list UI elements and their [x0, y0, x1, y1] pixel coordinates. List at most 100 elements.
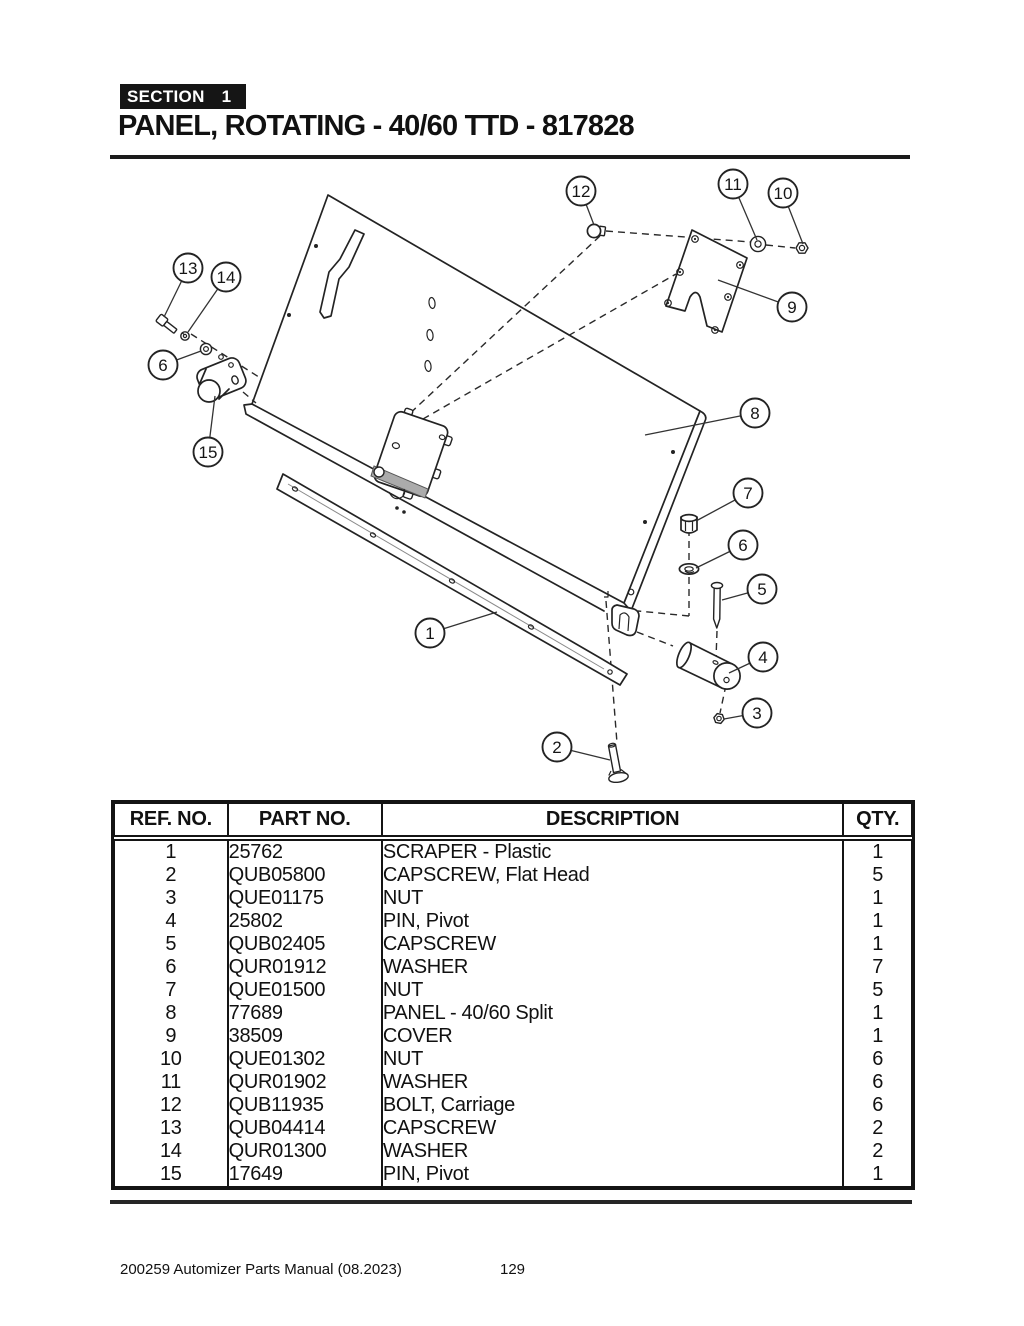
ref-no-cell: 3 [165, 887, 177, 909]
part-no-cell: QUB05800 [226, 864, 382, 887]
qty-cell: 1 [842, 1002, 912, 1025]
ref-no-cell: 5 [165, 933, 177, 955]
callout-8: 8 [644, 397, 771, 436]
section-number: 1 [221, 87, 232, 106]
qty-cell: 7 [842, 956, 912, 979]
qty-cell: 6 [842, 1048, 912, 1071]
dashed-guide-lines [190, 230, 796, 744]
part-no-cell: QUE01175 [226, 887, 382, 910]
panel-mount-bracket [370, 407, 453, 500]
callout-13: 13 [163, 252, 204, 318]
qty-cell: 1 [842, 1025, 912, 1048]
svg-text:14: 14 [217, 268, 236, 287]
pivot-pin-cylinder-icon [675, 641, 741, 690]
description-cell: NUT [380, 979, 844, 1002]
panel-holes [424, 296, 436, 373]
svg-text:10: 10 [774, 184, 793, 203]
pivot-pin-assembly [155, 313, 247, 403]
nut-icon [795, 242, 809, 254]
flathead-screw-icon [607, 742, 629, 784]
ref-no-cell: 15 [159, 1163, 182, 1185]
part-no-cell: QUR01902 [226, 1071, 382, 1094]
callout-14: 14 [187, 261, 242, 333]
svg-text:6: 6 [738, 536, 747, 555]
svg-text:4: 4 [758, 648, 767, 667]
cover-plate [586, 223, 809, 334]
callout-11: 11 [717, 168, 758, 241]
table-header-row: REF. NO. PART NO. DESCRIPTION QTY. [114, 803, 912, 841]
qty-cell: 1 [842, 933, 912, 956]
cover-bolt-holes [664, 235, 744, 334]
title-rule [110, 155, 910, 159]
ref-no-cell: 1 [165, 841, 177, 863]
callout-9: 9 [717, 279, 808, 323]
callout-6: 6 [147, 349, 202, 381]
rivet-dots [287, 244, 675, 524]
part-no-cell: QUB04414 [226, 1117, 382, 1140]
qty-cell: 5 [842, 979, 912, 1002]
panel-z-slot [319, 229, 365, 319]
washer-icon [749, 235, 767, 253]
description-cell: SCRAPER - Plastic [380, 838, 844, 864]
callout-15: 15 [192, 395, 224, 468]
description-cell: WASHER [380, 956, 844, 979]
scraper-bar [276, 473, 628, 686]
ref-no-cell: 8 [165, 1002, 177, 1024]
qty-cell: 6 [842, 1071, 912, 1094]
svg-text:9: 9 [787, 298, 796, 317]
ref-no-cell: 2 [165, 864, 177, 886]
corner-bracket [604, 588, 640, 637]
part-no-cell: 38509 [226, 1025, 382, 1048]
description-cell: NUT [380, 887, 844, 910]
description-cell: PIN, Pivot [380, 910, 844, 933]
part-no-cell: 25762 [226, 838, 382, 864]
callout-3: 3 [723, 697, 773, 729]
svg-text:13: 13 [179, 259, 198, 278]
callout-5: 5 [721, 573, 778, 605]
callout-7: 7 [695, 477, 764, 522]
ref-no-cell: 13 [159, 1117, 182, 1139]
part-no-cell: 17649 [226, 1163, 382, 1187]
description-cell: WASHER [380, 1140, 844, 1163]
right-hardware [607, 513, 741, 784]
qty-cell: 1 [842, 887, 912, 910]
section-label: SECTION [127, 87, 205, 106]
svg-text:12: 12 [572, 182, 591, 201]
section-tag: SECTION 1 [120, 84, 247, 109]
capscrew-icon [710, 581, 724, 629]
pivot-pin-icon [197, 379, 221, 403]
svg-text:15: 15 [199, 443, 218, 462]
svg-text:3: 3 [752, 704, 761, 723]
part-no-cell: QUR01912 [226, 956, 382, 979]
svg-text:5: 5 [757, 580, 766, 599]
scraper-holes [291, 486, 613, 675]
col-header-ref-no: REF. NO. [114, 803, 228, 841]
page-title: PANEL, ROTATING - 40/60 TTD - 817828 [118, 110, 635, 142]
capscrew-icon [155, 313, 178, 334]
ref-no-cell: 4 [165, 910, 177, 932]
ref-no-cell: 9 [165, 1025, 177, 1047]
footer-manual-title: 200259 Automizer Parts Manual (08.2023) [120, 1261, 402, 1278]
callout-2: 2 [541, 731, 611, 763]
qty-cell: 5 [842, 864, 912, 887]
qty-cell: 1 [842, 838, 912, 864]
description-cell: CAPSCREW, Flat Head [380, 864, 844, 887]
description-cell: CAPSCREW [380, 933, 844, 956]
col-header-part-no: PART NO. [226, 803, 382, 841]
part-no-cell: QUE01500 [226, 979, 382, 1002]
ref-no-cell: 14 [159, 1140, 182, 1162]
qty-cell: 1 [842, 910, 912, 933]
